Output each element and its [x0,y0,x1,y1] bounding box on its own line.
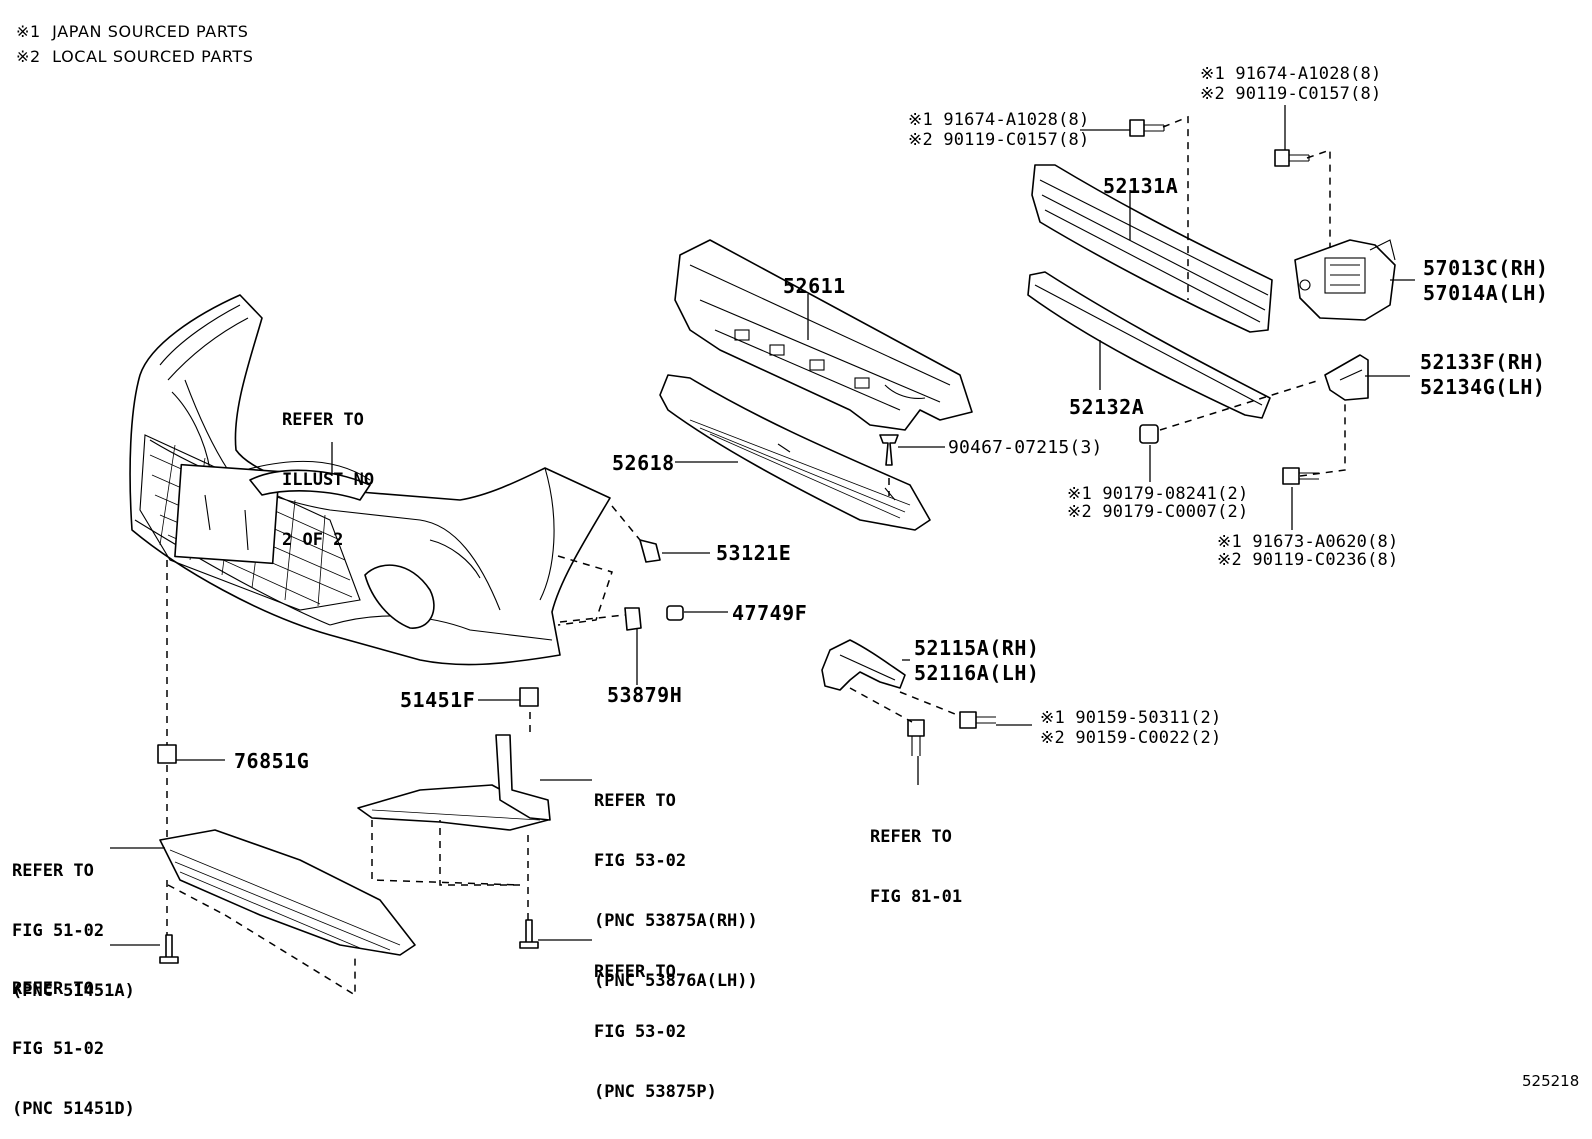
part-52618[interactable]: 52618 [612,451,675,475]
refer-fig-81-01[interactable]: REFER TO FIG 81-01 [870,787,962,927]
refer-line: REFER TO [282,410,364,430]
part-51451f[interactable]: 51451F [400,688,476,712]
part-52116a[interactable]: 52116A(LH) [914,661,1040,685]
part-52131a[interactable]: 52131A [1103,174,1179,198]
fastener-90159-c0022[interactable]: ※2 90159-C0022(2) [1040,728,1222,748]
refer-fig-53-02-p[interactable]: REFER TO FIG 53-02 (PNC 53875P) [594,922,717,1122]
part-90467[interactable]: 90467-07215(3) [948,437,1103,458]
refer-line: FIG 51-02 [12,1039,105,1059]
refer-line: REFER TO [594,962,676,982]
fastener-90119-c0157-left[interactable]: ※2 90119-C0157(8) [908,130,1090,150]
part-47749f[interactable]: 47749F [732,601,808,625]
reinforcement-illustration [1031,164,1273,333]
refer-line: REFER TO [12,861,94,881]
fastener-91674-a1028-right[interactable]: ※1 91674-A1028(8) [1200,64,1382,84]
bumper-bracket-illustration [1294,239,1396,321]
part-52611[interactable]: 52611 [783,274,846,298]
refer-line: FIG 53-02 [594,1022,687,1042]
refer-line: FIG 81-01 [870,887,963,907]
bumper-support-illustration [821,639,906,691]
part-52115a[interactable]: 52115A(RH) [914,636,1040,660]
fastener-90119-c0236[interactable]: ※2 90119-C0236(8) [1217,550,1399,570]
parts-diagram [110,105,1415,997]
refer-fig-51-02-a[interactable]: REFER TO FIG 51-02 (PNC 51451A) [12,821,135,1021]
absorber-illustration [674,239,973,431]
refer-line: (PNC 53875A(RH)) [594,911,758,931]
part-52132a[interactable]: 52132A [1069,395,1145,419]
illustration-id: 525218 [1522,1072,1580,1090]
refer-line: FIG 53-02 [594,851,687,871]
refer-illust-2[interactable]: REFER TO ILLUST NO 2 OF 2 [282,370,374,570]
refer-line: 2 OF 2 [282,530,344,550]
note-local-sourced: ※2 LOCAL SOURCED PARTS [16,47,254,66]
fastener-icons [157,119,1319,964]
part-76851g[interactable]: 76851G [234,749,310,773]
refer-fig-51-02-d[interactable]: REFER TO FIG 51-02 (PNC 51451D) [12,939,135,1139]
bumper-cover-illustration [129,294,611,666]
refer-line: REFER TO [12,979,94,999]
fastener-90179-08241[interactable]: ※1 90179-08241(2) [1067,484,1249,504]
part-53879h[interactable]: 53879H [607,683,683,707]
refer-line: (PNC 51451D) [12,1099,135,1119]
undercover-illustration [159,734,551,956]
leader-lines [110,105,1415,946]
refer-line: ILLUST NO [282,470,375,490]
part-57013c[interactable]: 57013C(RH) [1423,256,1549,280]
side-retainer-illustration [1324,354,1369,401]
refer-line: (PNC 53876A(LH)) [594,971,758,991]
lower-reinforcement-illustration [1027,271,1271,419]
part-53121e[interactable]: 53121E [716,541,792,565]
fastener-90119-c0157-right[interactable]: ※2 90119-C0157(8) [1200,84,1382,104]
assembly-dashed-lines [166,115,1346,997]
refer-line: FIG 51-02 [12,921,105,941]
refer-line: (PNC 51451A) [12,981,135,1001]
lower-absorber-illustration [659,374,931,531]
refer-line: REFER TO [594,791,676,811]
refer-line: REFER TO [870,827,952,847]
refer-line: (PNC 53875P) [594,1082,717,1102]
fastener-90179-c0007[interactable]: ※2 90179-C0007(2) [1067,502,1249,522]
refer-fig-53-02-undercover[interactable]: REFER TO FIG 53-02 (PNC 53875A(RH)) (PNC… [594,751,758,1011]
part-52134g[interactable]: 52134G(LH) [1420,375,1546,399]
note-japan-sourced: ※1 JAPAN SOURCED PARTS [16,22,249,41]
fastener-91674-a1028-left[interactable]: ※1 91674-A1028(8) [908,110,1090,130]
part-52133f[interactable]: 52133F(RH) [1420,350,1546,374]
fastener-91673-a0620[interactable]: ※1 91673-A0620(8) [1217,532,1399,552]
part-57014a[interactable]: 57014A(LH) [1423,281,1549,305]
fastener-90159-50311[interactable]: ※1 90159-50311(2) [1040,708,1222,728]
